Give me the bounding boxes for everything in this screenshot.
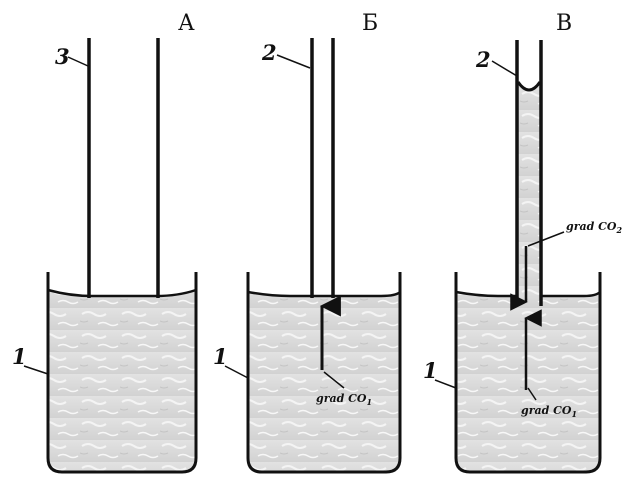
beaker-a [46,272,198,474]
surface-a [47,288,197,298]
tube-label-b: 2 [261,40,277,65]
leader-grad-b [323,371,345,389]
liquid-a [48,290,196,472]
panel-letter-a: А [178,11,195,36]
surface-b [247,290,401,298]
tube-label-a: 3 [55,44,70,69]
liquid-b [248,292,400,472]
beaker-label-b: 1 [213,344,228,369]
surface-c [455,290,601,298]
panel-a: А 3 1 [12,11,198,474]
leader-beaker-c [434,379,457,389]
grad-label-c-upper: grad CO2 [566,220,622,235]
leader-beaker-a [23,365,49,375]
grad-label-c-lower: grad CO1 [521,404,577,419]
leader-tube-a [67,56,89,67]
beaker-c [454,272,602,474]
liquid-column-c [518,86,540,306]
grad-label-b: grad CO1 [316,392,372,407]
leader-grad-c-lower [527,387,537,401]
beaker-b [246,272,402,474]
leader-tube-c [491,60,518,77]
panel-b: grad CO1 Б 2 1 [213,11,402,474]
leader-beaker-b [224,365,249,379]
panel-letter-c: В [556,11,572,36]
liquid-c [456,292,600,472]
meniscus-c [516,81,542,92]
tube-label-c: 2 [475,47,491,72]
beaker-label-a: 1 [12,344,27,369]
panel-letter-b: Б [362,11,378,36]
leader-tube-b [276,54,311,69]
panel-c: grad CO2 grad CO1 В 2 1 [423,11,622,474]
leader-grad-c-upper [527,231,565,247]
beaker-label-c: 1 [423,358,438,383]
